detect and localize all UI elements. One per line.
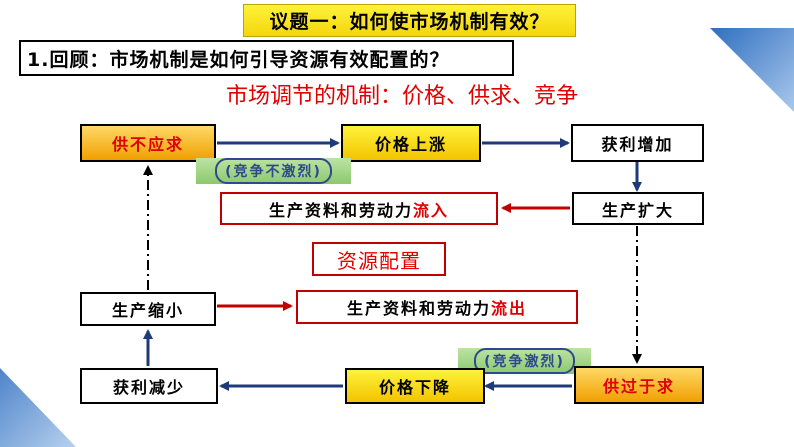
review-question: 1.回顾：市场机制是如何引导资源有效配置的？ — [19, 40, 514, 76]
node-inflow-suffix: 流入 — [413, 200, 450, 220]
tag-weak-competition-label: (竞争不激烈) — [215, 158, 332, 184]
tag-weak-competition: (竞争不激烈) — [196, 158, 351, 184]
topic-title: 议题一：如何使市场机制有效？ — [243, 4, 576, 37]
node-profit-down: 获利减少 — [80, 368, 218, 404]
node-outflow-prefix: 生产资料和劳动力 — [346, 299, 491, 318]
node-shortage: 供不应求 — [80, 124, 216, 162]
node-profit-up: 获利增加 — [571, 124, 704, 162]
node-outflow-suffix: 流出 — [491, 299, 528, 318]
node-price-up: 价格上涨 — [341, 124, 481, 162]
node-price-down: 价格下降 — [345, 368, 485, 404]
tag-fierce-competition-label: (竞争激烈) — [474, 348, 575, 374]
corner-decoration-bottom-left — [0, 368, 76, 447]
node-expand: 生产扩大 — [572, 192, 704, 225]
node-inflow-prefix: 生产资料和劳动力 — [268, 200, 413, 220]
node-resource-allocation: 资源配置 — [312, 242, 446, 276]
node-expand-label: 生产扩大 — [601, 200, 674, 220]
node-surplus: 供过于求 — [574, 366, 704, 404]
node-shrink: 生产缩小 — [80, 292, 216, 326]
node-outflow: 生产资料和劳动力流出 — [296, 290, 578, 324]
node-inflow: 生产资料和劳动力流入 — [220, 192, 498, 225]
corner-decoration-top-right — [710, 28, 794, 112]
mechanism-subtitle: 市场调节的机制：价格、供求、竞争 — [226, 84, 579, 109]
